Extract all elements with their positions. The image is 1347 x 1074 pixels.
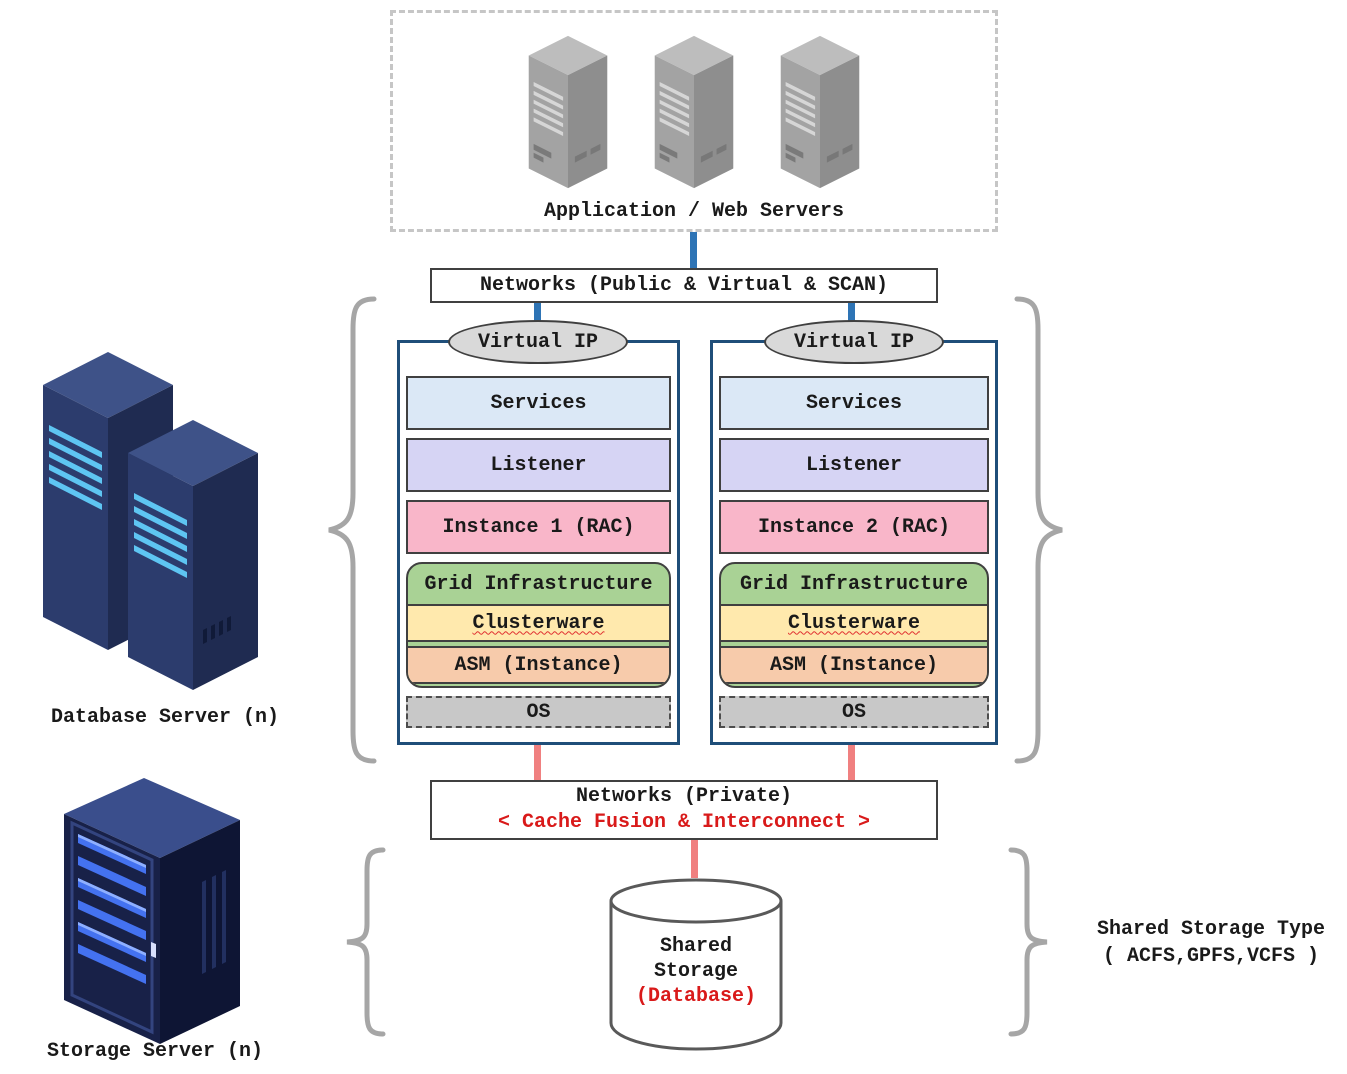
connector-node1-to-private-network — [534, 745, 541, 780]
grid-infrastructure-box-2: Grid Infrastructure Clusterware ASM (Ins… — [719, 562, 989, 688]
app-servers-row — [393, 31, 995, 193]
database-server-label: Database Server (n) — [50, 706, 280, 729]
asm-box-2: ASM (Instance) — [721, 646, 987, 684]
os-box-1: OS — [406, 696, 671, 728]
shared-storage-cylinder-icon — [609, 878, 783, 1051]
clusterware-label-2: Clusterware — [787, 611, 921, 635]
grid-infrastructure-box-1: Grid Infrastructure Clusterware ASM (Ins… — [406, 562, 671, 688]
grid-infrastructure-label-1: Grid Infrastructure — [424, 572, 653, 596]
shared-storage-line1: Shared — [659, 935, 732, 958]
shared-storage-line2: Storage — [653, 960, 738, 983]
connector-app-to-public-network — [690, 232, 697, 268]
cache-fusion-interconnect-label: < Cache Fusion & Interconnect > — [497, 811, 871, 834]
application-servers-group: Application / Web Servers — [390, 10, 998, 232]
os-box-2: OS — [719, 696, 989, 728]
connector-public-to-vip-1 — [534, 303, 541, 331]
curly-brace-right-nodes — [1014, 296, 1063, 764]
connector-node2-to-private-network — [848, 745, 855, 780]
curly-brace-left-storage — [346, 847, 386, 1037]
grid-infrastructure-label-2: Grid Infrastructure — [739, 572, 969, 596]
connector-private-to-storage — [691, 840, 698, 878]
shared-storage-type-line1: Shared Storage Type — [1096, 918, 1326, 941]
app-server-icon — [780, 35, 860, 189]
listener-box-1: Listener — [406, 438, 671, 492]
shared-storage-label: Shared Storage (Database) — [608, 934, 784, 1009]
app-server-icon — [654, 35, 734, 189]
connector-public-to-vip-2 — [848, 303, 855, 331]
shared-storage-type-line2: ( ACFS,GPFS,VCFS ) — [1102, 945, 1320, 968]
storage-server-icon — [64, 778, 240, 1044]
clusterware-box-2: Clusterware — [721, 604, 987, 642]
app-server-icon — [528, 35, 608, 189]
public-network-box: Networks (Public & Virtual & SCAN) — [430, 268, 938, 303]
curly-brace-right-storage — [1008, 847, 1048, 1037]
database-server-icon — [43, 352, 258, 690]
asm-box-1: ASM (Instance) — [408, 646, 669, 684]
curly-brace-left-nodes — [328, 296, 377, 764]
private-network-label: Networks (Private) — [575, 785, 793, 808]
services-box-1: Services — [406, 376, 671, 430]
rac-node-1: Services Listener Instance 1 (RAC) Grid … — [397, 340, 680, 745]
virtual-ip-badge-2: Virtual IP — [764, 320, 944, 364]
shared-storage-type-note: Shared Storage Type ( ACFS,GPFS,VCFS ) — [1080, 916, 1342, 970]
storage-server-label: Storage Server (n) — [46, 1040, 264, 1063]
clusterware-box-1: Clusterware — [408, 604, 669, 642]
instance-box-2: Instance 2 (RAC) — [719, 500, 989, 554]
services-box-2: Services — [719, 376, 989, 430]
application-servers-label: Application / Web Servers — [543, 200, 845, 223]
rac-node-2: Services Listener Instance 2 (RAC) Grid … — [710, 340, 998, 745]
listener-box-2: Listener — [719, 438, 989, 492]
public-network-label: Networks (Public & Virtual & SCAN) — [479, 273, 889, 297]
clusterware-label-1: Clusterware — [472, 611, 605, 635]
private-network-box: Networks (Private) < Cache Fusion & Inte… — [430, 780, 938, 840]
virtual-ip-badge-1: Virtual IP — [448, 320, 628, 364]
shared-storage-line3: (Database) — [635, 985, 757, 1008]
instance-box-1: Instance 1 (RAC) — [406, 500, 671, 554]
